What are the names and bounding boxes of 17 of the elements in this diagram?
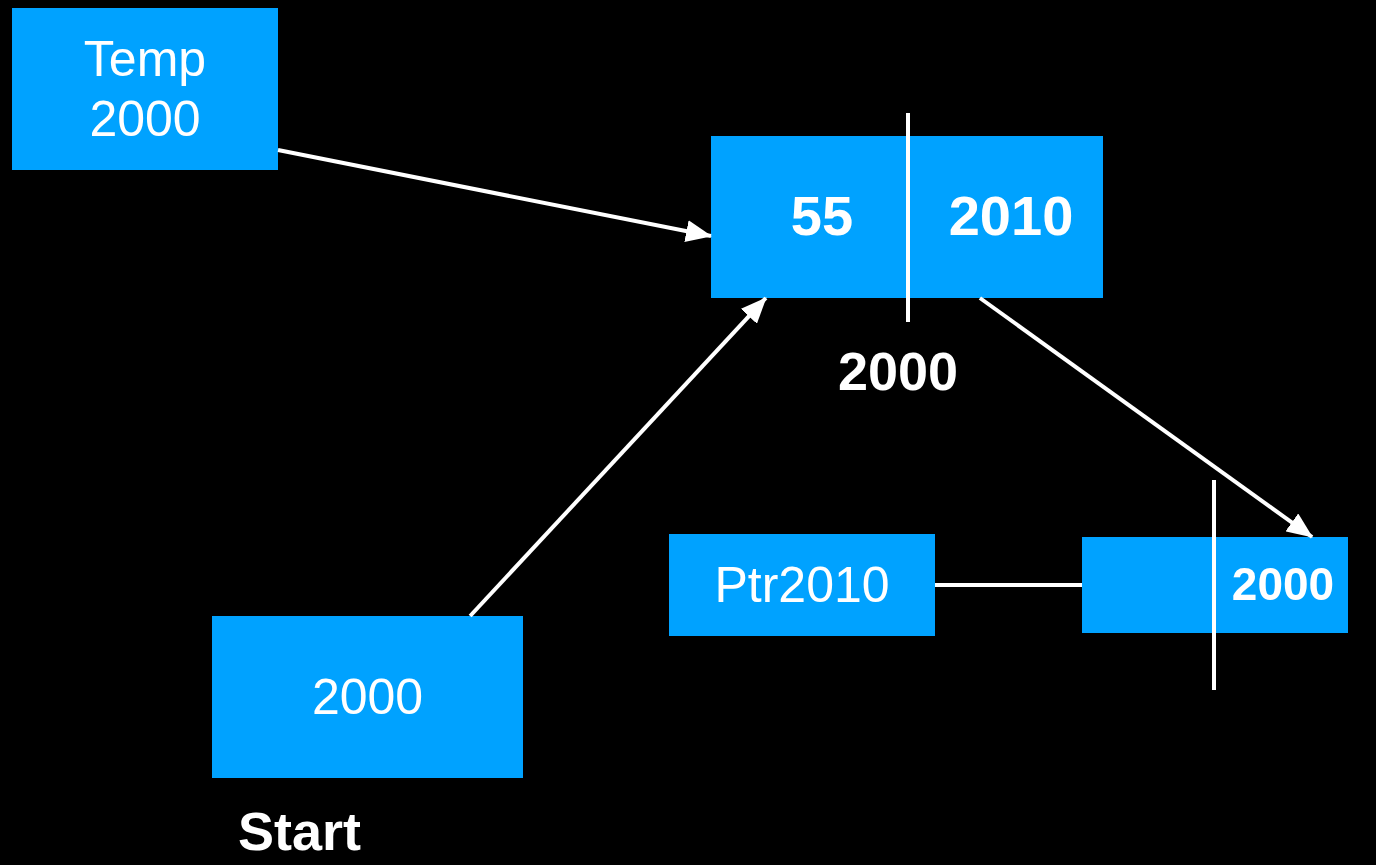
arrow — [277, 148, 712, 242]
memory-box — [12, 8, 278, 170]
value-text: 2000 — [1231, 557, 1335, 613]
value-text: Temp 2000 — [82, 30, 208, 149]
connector-line — [935, 583, 1082, 587]
memory-box — [711, 136, 1103, 298]
memory-box — [1082, 537, 1348, 633]
value-text: 2010 — [948, 183, 1074, 250]
value-text: Ptr2010 — [714, 556, 890, 615]
node-caption: 2000 — [838, 340, 959, 402]
arrow — [978, 296, 1314, 539]
value-text: 2000 — [311, 668, 424, 727]
memory-box — [212, 616, 523, 778]
node-caption: Start — [238, 800, 362, 862]
arrow — [468, 296, 768, 618]
memory-box — [669, 534, 935, 636]
value-text: 55 — [790, 183, 854, 250]
